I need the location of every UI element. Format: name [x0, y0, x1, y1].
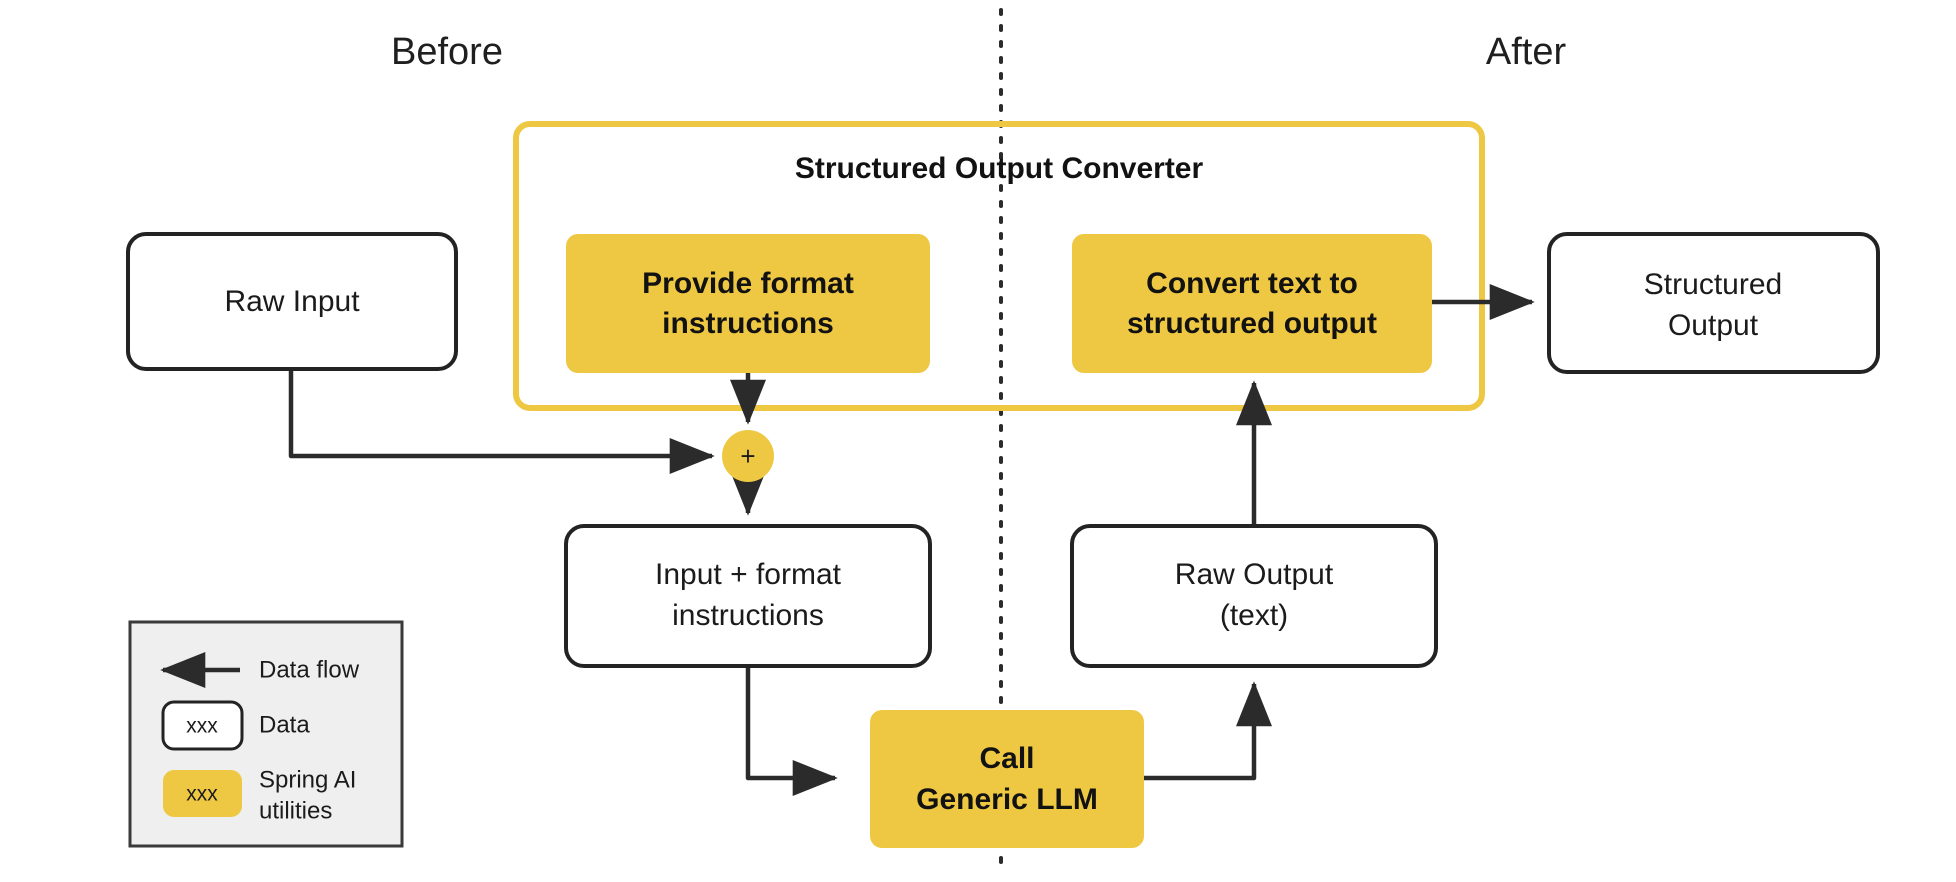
provide-format-label-line2: instructions — [662, 307, 834, 340]
input-format-box — [564, 524, 932, 668]
edge-input-format-to-call-llm — [745, 666, 838, 796]
legend-swatch-data — [161, 700, 244, 751]
input-format-label-line1: Input + format — [655, 558, 842, 591]
legend-item-spring-ai-utilities: xxx Spring AI utilities — [163, 766, 356, 824]
legend-item-data-flow: Data flow — [160, 652, 360, 688]
provide-format-box — [566, 234, 930, 373]
header-before: Before — [391, 31, 503, 73]
structured-output-converter-title: Structured Output Converter — [795, 152, 1204, 185]
legend-label-data: Data — [259, 711, 310, 738]
legend-item-data: xxx Data — [161, 700, 310, 751]
node-merge-junction[interactable]: + — [722, 430, 774, 482]
raw-output-label-line1: Raw Output — [1175, 558, 1334, 591]
node-structured-output[interactable]: Structured Output — [1547, 232, 1880, 374]
raw-output-box — [1070, 524, 1438, 668]
edge-raw-input-to-merge — [288, 369, 715, 474]
merge-plus-symbol: + — [740, 441, 755, 471]
structured-output-label-line1: Structured — [1644, 268, 1782, 301]
legend-label-spring-ai-line1: Spring AI — [259, 766, 356, 793]
node-call-generic-llm[interactable]: Call Generic LLM — [870, 710, 1144, 848]
legend-label-spring-ai-line2: utilities — [259, 797, 332, 824]
node-raw-input[interactable]: Raw Input — [126, 232, 458, 371]
input-format-label-line2: instructions — [672, 599, 824, 632]
node-provide-format-instructions[interactable]: Provide format instructions — [566, 234, 930, 373]
node-raw-output[interactable]: Raw Output (text) — [1070, 524, 1438, 668]
header-after: After — [1486, 31, 1567, 73]
raw-output-label-line2: (text) — [1220, 599, 1288, 632]
node-input-plus-format-instructions[interactable]: Input + format instructions — [564, 524, 932, 668]
raw-input-label: Raw Input — [224, 285, 360, 318]
call-llm-box — [870, 710, 1144, 848]
call-llm-label-line2: Generic LLM — [916, 783, 1098, 816]
structured-output-box — [1547, 232, 1880, 374]
legend-swatch-data-text: xxx — [186, 715, 218, 738]
legend-label-data-flow: Data flow — [259, 656, 360, 683]
convert-text-box — [1072, 234, 1432, 373]
call-llm-label-line1: Call — [979, 742, 1034, 775]
raw-input-box — [126, 232, 458, 371]
provide-format-label-line1: Provide format — [642, 267, 854, 300]
legend: Data flow xxx Data xxx Spring AI utiliti… — [128, 620, 404, 848]
merge-circle — [722, 430, 774, 482]
edge-call-llm-to-raw-output — [1143, 681, 1272, 781]
legend-swatch-spring-ai-text: xxx — [186, 783, 218, 806]
structured-output-converter-frame — [513, 121, 1485, 411]
structured-output-label-line2: Output — [1668, 309, 1759, 342]
convert-text-label-line2: structured output — [1127, 307, 1377, 340]
node-convert-text-to-structured-output[interactable]: Convert text to structured output — [1072, 234, 1432, 373]
convert-text-label-line1: Convert text to — [1146, 267, 1358, 300]
legend-swatch-spring-ai — [163, 770, 242, 817]
